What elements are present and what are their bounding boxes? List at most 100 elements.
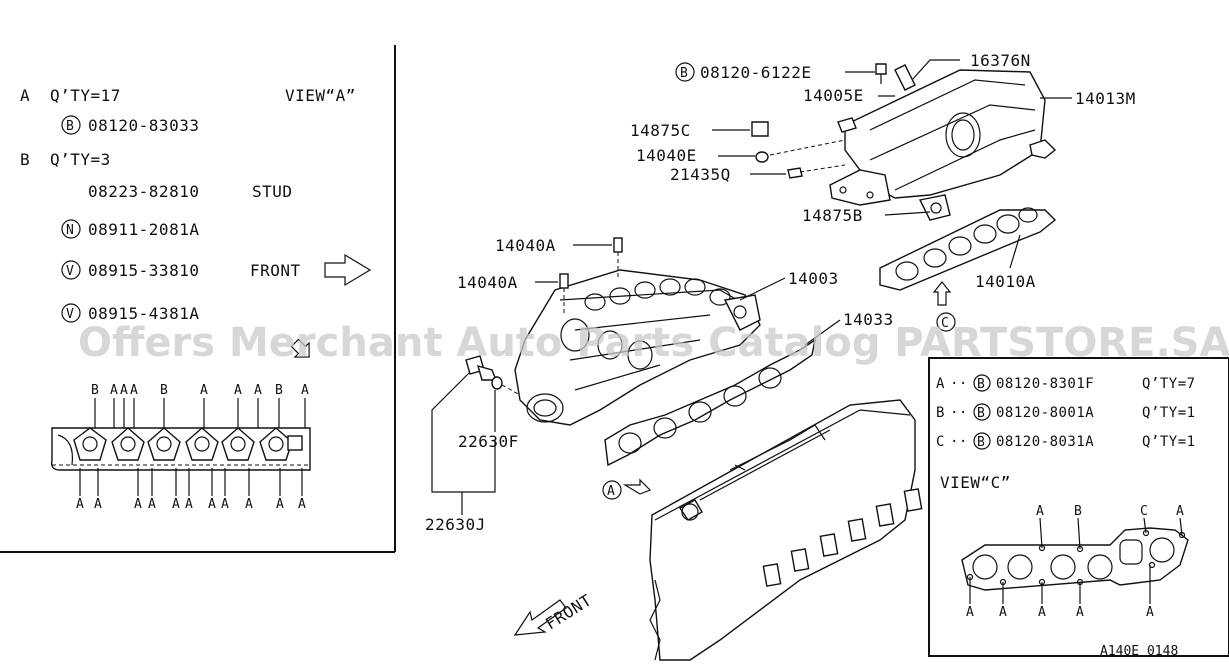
watermark: Offers Merchant Auto Parts Catalog PARTS…	[78, 320, 1229, 366]
leader-line	[1077, 517, 1081, 550]
gasket-14010A	[879, 207, 1057, 291]
legend-row-qty: Q’TY=1	[1142, 405, 1196, 421]
view-a-bottom-letter: A	[245, 497, 253, 512]
front-arrow-bottom: FRONT	[513, 590, 595, 636]
view-a-bottom-letter: A	[208, 497, 216, 512]
o-ring-22630F-icon	[491, 376, 503, 390]
label-22630F: 22630F	[458, 432, 519, 451]
bolt-14875C-icon	[751, 121, 769, 137]
legend-row-dots: ··	[950, 376, 968, 392]
fitting-icon	[1029, 139, 1057, 159]
legend-row-code: B	[936, 405, 945, 421]
washer2-number: 08915-4381A	[88, 304, 199, 323]
view-a-bottom-letter: A	[221, 497, 229, 512]
washer1-symbol-letter: V	[66, 264, 74, 279]
view-c-bottom-letter: A	[966, 605, 974, 620]
legend-row-dots: ··	[950, 405, 968, 421]
label-14013M: 14013M	[1075, 89, 1136, 108]
qty-b-text: Q’TY=3	[50, 150, 111, 169]
front-label-bottom: FRONT	[542, 590, 595, 633]
view-a-top-letter: A	[254, 383, 262, 398]
legend-row-number: 08120-8301F	[996, 376, 1094, 392]
qty-a-code: A	[20, 86, 30, 105]
nut-number: 08911-2081A	[88, 220, 199, 239]
view-a-ref-icon	[602, 480, 622, 500]
front-label-left: FRONT	[250, 261, 301, 280]
washer-14040E-icon	[755, 151, 769, 163]
callout-bolt-symbol-letter: B	[680, 66, 688, 81]
leader-line	[1179, 517, 1183, 536]
legend-bolt-symbol-icon	[973, 432, 991, 450]
view-c-label: VIEW“C”	[940, 473, 1011, 492]
small-arrow-icon	[290, 338, 310, 358]
view-a-top-letter: A	[130, 383, 138, 398]
bolt-symbol-letter: B	[66, 119, 74, 134]
washer1-number: 08915-33810	[88, 261, 199, 280]
studs-14040A	[559, 237, 623, 315]
callouts: B 08120-6122E 16376N 14013M 14005E 14875…	[425, 51, 1136, 534]
label-14040E: 14040E	[636, 146, 697, 165]
view-a-top-letter: A	[234, 383, 242, 398]
view-a-flange-drawing	[50, 427, 311, 471]
view-c-ref-letter: C	[941, 316, 949, 331]
upper-small-parts	[751, 63, 887, 179]
label-14040A-upper: 14040A	[495, 236, 556, 255]
washer2-symbol-icon	[61, 303, 81, 323]
callout-bolt-symbol-icon	[675, 62, 695, 82]
view-a-top-letter: B	[275, 383, 283, 398]
view-a-bottom-letter: A	[76, 497, 84, 512]
bolt-symbol-icon	[61, 115, 81, 135]
label-22630J: 22630J	[425, 515, 486, 534]
legend-row-qty: Q’TY=1	[1142, 434, 1196, 450]
label-16376N: 16376N	[970, 51, 1031, 70]
legend-bolt-symbol-icon	[973, 374, 991, 392]
legend-row-code: C	[936, 434, 945, 450]
stud-number: 08223-82810	[88, 182, 199, 201]
label-14033: 14033	[843, 310, 894, 329]
washer-symbol-icon	[61, 260, 81, 280]
view-c-top-letter: A	[1176, 504, 1184, 519]
view-c-gasket-drawing	[961, 527, 1189, 591]
view-c-bottom-letter: A	[1038, 605, 1046, 620]
engine-head	[649, 399, 923, 661]
label-08120-6122E: 08120-6122E	[700, 63, 811, 82]
upper-intake-manifold-14013M	[829, 59, 1057, 221]
legend-row-symbol: B	[977, 377, 985, 392]
view-c-bottom-letter: A	[999, 605, 1007, 620]
view-a-ref-letter: A	[607, 484, 615, 499]
lower-intake-manifold-14003	[514, 269, 761, 426]
label-21435Q: 21435Q	[670, 165, 731, 184]
view-a-bottom-letter: A	[276, 497, 284, 512]
label-14003: 14003	[788, 269, 839, 288]
legend-row-number: 08120-8001A	[996, 405, 1094, 421]
qty-a-text: Q’TY=17	[50, 86, 121, 105]
leader-line	[1039, 517, 1043, 549]
sensor-22630	[465, 355, 521, 396]
view-c-top-letter: A	[1036, 504, 1044, 519]
view-c-bottom-letter: A	[1146, 605, 1154, 620]
legend-row-symbol: B	[977, 435, 985, 450]
legend-bolt-symbol-icon	[973, 403, 991, 421]
front-direction-icon	[513, 599, 567, 636]
stud-label: STUD	[252, 182, 293, 201]
legend-row-symbol: B	[977, 406, 985, 421]
legend-row-code: A	[936, 376, 945, 392]
view-a-top-letter: A	[110, 383, 118, 398]
left-panel: A Q’TY=17 VIEW“A” B 08120-83033 B Q’TY=3…	[0, 45, 396, 553]
qty-b-code: B	[20, 150, 30, 169]
clip-16376N-icon	[894, 64, 916, 91]
label-14010A: 14010A	[975, 272, 1036, 291]
view-c-top-letter: C	[1140, 504, 1148, 519]
view-a-label: VIEW“A”	[285, 86, 356, 105]
nut-symbol-letter: N	[66, 223, 74, 238]
view-a-bottom-letter: A	[172, 497, 180, 512]
view-a-top-letter: A	[120, 383, 128, 398]
up-arrow-icon	[932, 281, 952, 306]
nut-symbol-icon	[61, 219, 81, 239]
view-a-bottom-letter: A	[148, 497, 156, 512]
view-a-bottom-letter: A	[185, 497, 193, 512]
view-c-top-letter: B	[1074, 504, 1082, 519]
